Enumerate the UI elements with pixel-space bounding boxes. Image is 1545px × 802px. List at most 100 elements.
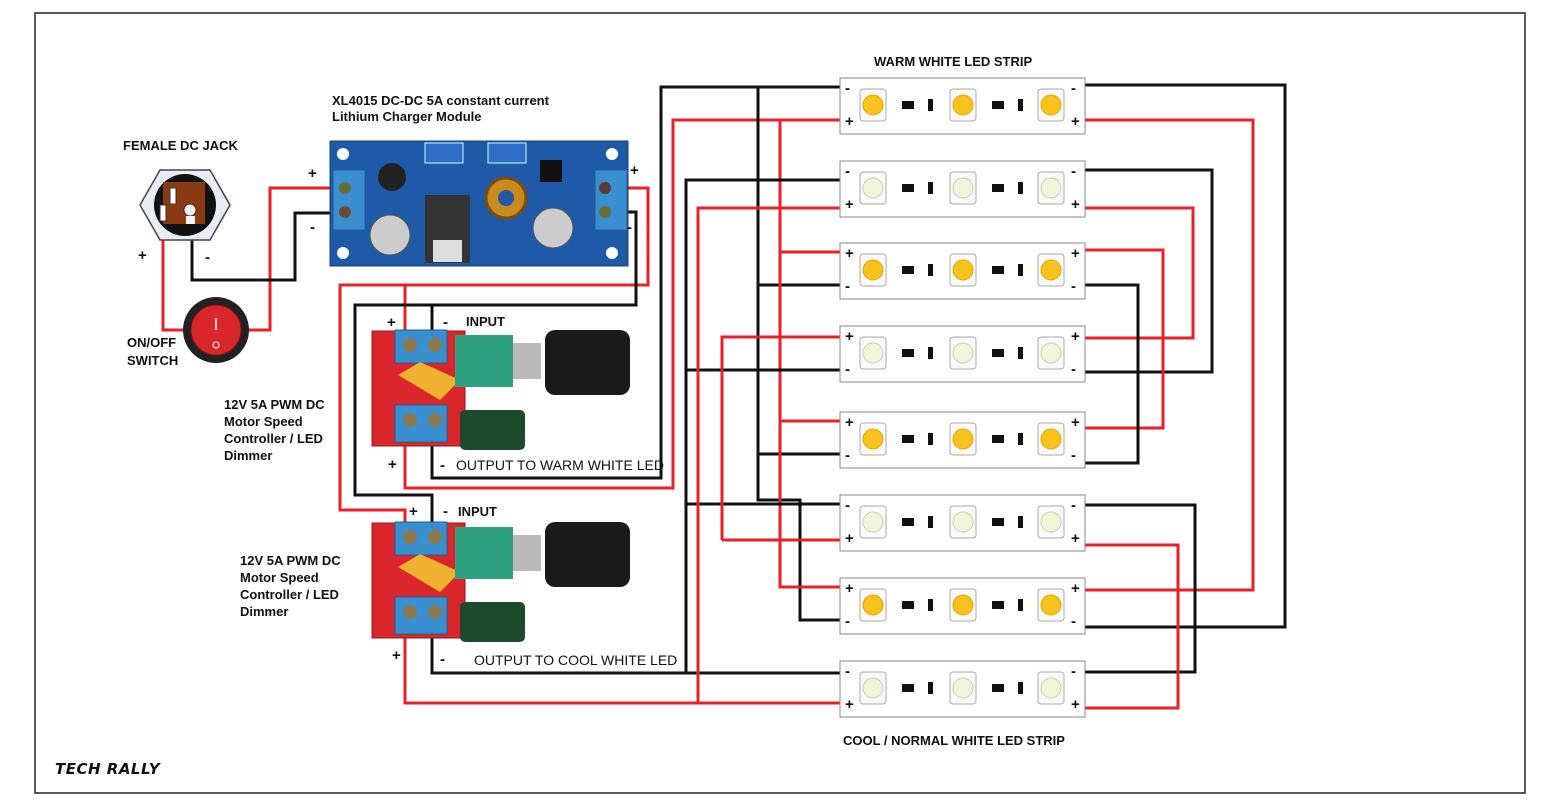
wire-cool-positive-s4 bbox=[720, 335, 840, 540]
plus-sign: + bbox=[845, 328, 854, 345]
led-strips: -+-+-+-++-+-+-+-+-+--+-++-+--+-+ bbox=[839, 77, 1086, 718]
wire-right-s1-s7-negative bbox=[1085, 83, 1287, 629]
plus-sign: + bbox=[845, 113, 854, 130]
led-icon bbox=[862, 677, 884, 699]
pwm2-desc-line: 12V 5A PWM DC bbox=[240, 553, 341, 568]
plus-sign: + bbox=[1071, 414, 1080, 431]
led-icon bbox=[952, 259, 974, 281]
transistor-icon bbox=[992, 266, 1004, 274]
minus-sign: - bbox=[1071, 163, 1076, 180]
led-icon bbox=[1040, 342, 1062, 364]
led-icon bbox=[862, 94, 884, 116]
plus-sign: + bbox=[1071, 113, 1080, 130]
minus-sign: - bbox=[845, 361, 850, 378]
led-strip-warm: -+-+ bbox=[839, 77, 1086, 135]
led-strip-cool: - + - + bbox=[839, 160, 1086, 218]
pwm2-desc-line: Dimmer bbox=[240, 604, 288, 619]
minus-sign: - bbox=[845, 447, 850, 464]
pwm2-input-label: INPUT bbox=[458, 504, 497, 519]
plus-sign: + bbox=[1071, 196, 1080, 213]
on-off-switch[interactable] bbox=[183, 297, 249, 363]
jack-minus-sign: - bbox=[205, 249, 210, 266]
wire-right-s6-s8-positive bbox=[1085, 543, 1180, 710]
module-in-plus-sign: + bbox=[308, 165, 317, 182]
led-strip-cool: -+-+ bbox=[839, 494, 1086, 552]
wires bbox=[161, 83, 1287, 710]
xl4015-label-line1: XL4015 DC-DC 5A constant current bbox=[332, 93, 550, 108]
resistor-icon bbox=[1018, 347, 1023, 359]
resistor-icon bbox=[1018, 682, 1023, 694]
minus-sign: - bbox=[845, 163, 850, 180]
pwm1-output-label: OUTPUT TO WARM WHITE LED bbox=[456, 457, 664, 473]
transistor-icon bbox=[902, 101, 914, 109]
led-icon bbox=[952, 177, 974, 199]
transistor-icon bbox=[902, 184, 914, 192]
resistor-icon bbox=[928, 516, 933, 528]
led-icon bbox=[862, 428, 884, 450]
transistor-icon bbox=[992, 518, 1004, 526]
wire-cool-negative bbox=[430, 637, 840, 675]
resistor-icon bbox=[1018, 433, 1023, 445]
switch-label-line2: SWITCH bbox=[127, 353, 178, 368]
led-icon bbox=[1040, 94, 1062, 116]
resistor-icon bbox=[928, 347, 933, 359]
minus-sign: - bbox=[1071, 447, 1076, 464]
xl4015-module bbox=[329, 140, 629, 267]
resistor-icon bbox=[928, 599, 933, 611]
plus-sign: + bbox=[1071, 245, 1080, 262]
dc-jack-label: FEMALE DC JACK bbox=[123, 138, 238, 153]
led-icon bbox=[952, 511, 974, 533]
led-icon bbox=[1040, 594, 1062, 616]
minus-sign: - bbox=[845, 613, 850, 630]
wire-warm-positive bbox=[403, 118, 840, 490]
led-icon bbox=[862, 594, 884, 616]
wire-module-out-positive bbox=[338, 186, 650, 525]
wire-module-out-negative bbox=[353, 210, 638, 525]
wire-jack-positive bbox=[161, 218, 190, 332]
knob bbox=[545, 330, 630, 395]
output-terminal-block bbox=[594, 169, 628, 231]
pwm1-input-label: INPUT bbox=[466, 314, 505, 329]
potentiometer bbox=[455, 335, 513, 387]
minus-sign: - bbox=[845, 663, 850, 680]
switch-label-line1: ON/OFF bbox=[127, 335, 176, 350]
wire-right-s2-s4-negative bbox=[1085, 168, 1214, 374]
transistor-icon bbox=[902, 684, 914, 692]
pwm1-output-plus-sign: + bbox=[388, 456, 397, 473]
plus-sign: + bbox=[845, 196, 854, 213]
tech-rally-logo: TECH RALLY bbox=[55, 760, 162, 778]
plus-sign: + bbox=[845, 414, 854, 431]
wire-right-s3-s5-positive bbox=[1085, 248, 1165, 430]
module-in-minus-sign: - bbox=[310, 219, 315, 236]
pwm2-output-plus-sign: + bbox=[392, 647, 401, 664]
plus-sign: + bbox=[1071, 328, 1080, 345]
transistor-icon bbox=[992, 601, 1004, 609]
plus-sign: + bbox=[845, 530, 854, 547]
led-icon bbox=[952, 677, 974, 699]
transistor-icon bbox=[992, 684, 1004, 692]
capacitor-out bbox=[532, 207, 574, 249]
led-icon bbox=[1040, 511, 1062, 533]
knob bbox=[545, 522, 630, 587]
wire-right-s1-s7-positive bbox=[1085, 118, 1255, 592]
transistor-icon bbox=[992, 435, 1004, 443]
resistor-icon bbox=[1018, 264, 1023, 276]
pwm2-output-minus-sign: - bbox=[440, 651, 445, 668]
pwm-controller-cool bbox=[371, 521, 630, 642]
minus-sign: - bbox=[1071, 663, 1076, 680]
transistor-icon bbox=[902, 601, 914, 609]
jack-plus-sign: + bbox=[138, 247, 147, 264]
led-icon bbox=[862, 511, 884, 533]
transistor-icon bbox=[902, 349, 914, 357]
pwm1-input-minus-sign: - bbox=[443, 314, 448, 331]
capacitor bbox=[460, 410, 525, 450]
plus-sign: + bbox=[1071, 696, 1080, 713]
input-terminal-block bbox=[332, 169, 366, 231]
led-icon bbox=[1040, 677, 1062, 699]
pwm1-desc-line: Dimmer bbox=[224, 448, 272, 463]
minus-sign: - bbox=[1071, 613, 1076, 630]
led-strip-warm: +-+- bbox=[839, 242, 1086, 300]
xl4015-label-line2: Lithium Charger Module bbox=[332, 109, 482, 124]
minus-sign: - bbox=[1071, 278, 1076, 295]
led-strip-warm: + - + - bbox=[839, 411, 1086, 469]
